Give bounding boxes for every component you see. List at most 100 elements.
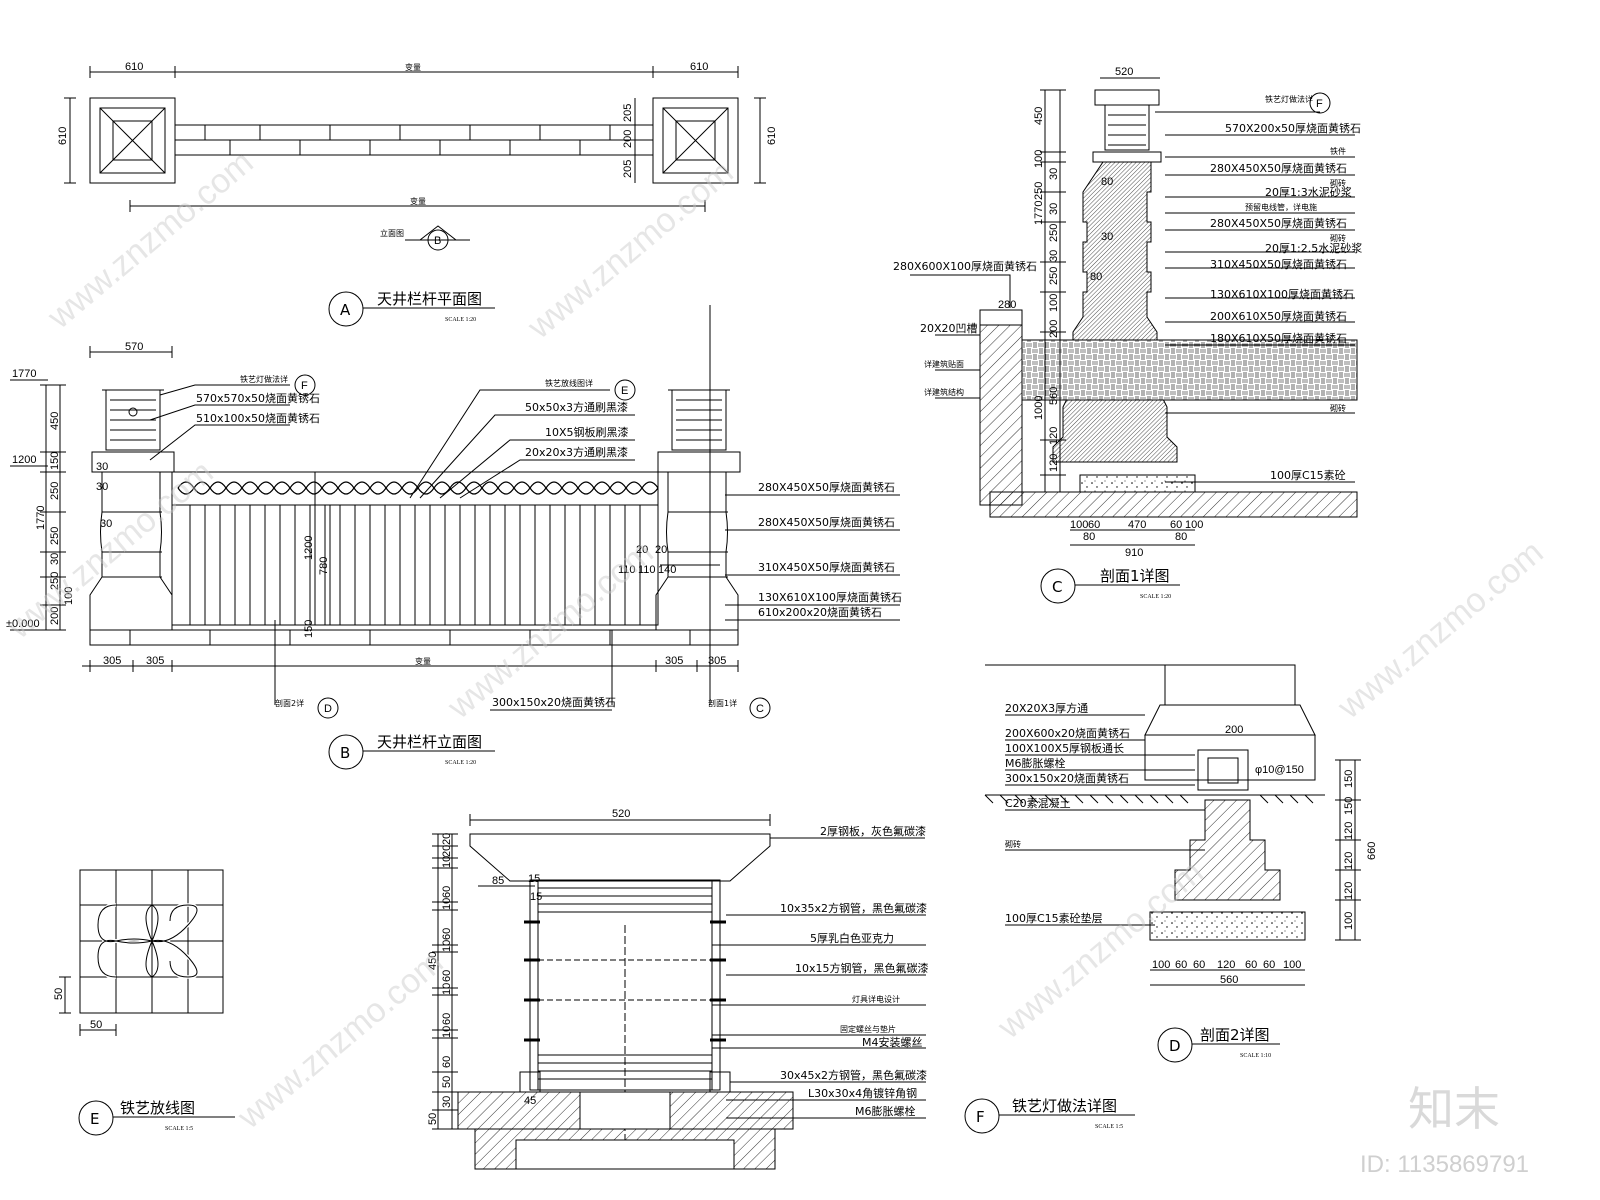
- elev-b-1770: 1770: [12, 368, 36, 380]
- note-c-lamp: 铁艺灯做法详: [1265, 94, 1313, 104]
- view-d-letter: D: [1169, 1037, 1181, 1055]
- note-b-stone5: 610x200x20烧面黄锈石: [758, 605, 882, 619]
- dim-c-520: 520: [1115, 66, 1133, 78]
- dim-f-60e: 60: [441, 1056, 453, 1068]
- note-c-13: 180X610X50厚烧面黄锈石: [1210, 331, 1347, 345]
- note-b-plate: 10X5钢板刷黑漆: [545, 425, 629, 439]
- view-e-letter: E: [90, 1110, 99, 1128]
- dim-b-570: 570: [125, 341, 143, 353]
- ref-c-f: F: [1316, 98, 1323, 110]
- dim-b-30d: 30: [100, 518, 112, 530]
- dim-a-610-left: 610: [125, 61, 143, 73]
- view-b-label-circle: [328, 734, 364, 770]
- dim-a-205-top: 205: [622, 104, 634, 122]
- dim-d-120b: 120: [1343, 852, 1355, 870]
- elev-b-1200: 1200: [12, 454, 36, 466]
- dim-b-305-2: 305: [146, 655, 164, 667]
- dim-f-60d: 60: [441, 1013, 453, 1025]
- note-f-7: M4安装螺丝: [862, 1035, 923, 1049]
- view-d-scale: SCALE 1:10: [1240, 1053, 1271, 1059]
- dim-b-20b: 20: [655, 544, 667, 556]
- dim-c-b-80a: 80: [1083, 531, 1095, 543]
- note-f-6: 固定螺丝与垫片: [840, 1024, 896, 1034]
- dim-d-b-60c: 60: [1245, 959, 1257, 971]
- view-e-title: 铁艺放线图: [120, 1099, 195, 1117]
- note-b-tube20: 20x20x3方通刷黑漆: [525, 445, 628, 459]
- note-f-9: L30x30x4角镀锌角钢: [808, 1086, 917, 1100]
- dim-c-560: 560: [1048, 387, 1060, 405]
- note-b-cap: 570x570x50烧面黄锈石: [196, 391, 320, 405]
- dim-c-30d: 30: [1101, 231, 1113, 243]
- note-b-stone1: 280X450X50厚烧面黄锈石: [758, 480, 895, 494]
- dim-c-b-60a: 60: [1088, 519, 1100, 531]
- ref-b-f: F: [301, 380, 308, 392]
- note-f-5: 灯具详电设计: [852, 994, 900, 1004]
- note-d-5: 300x150x20烧面黄锈石: [1005, 771, 1129, 785]
- dim-b-1770: 1770: [35, 506, 47, 530]
- dim-d-150a: 150: [1343, 770, 1355, 788]
- view-f-letter: F: [976, 1108, 985, 1126]
- dim-d-660: 660: [1366, 842, 1378, 860]
- ref-b-e: E: [621, 385, 628, 397]
- asset-id-label: ID: 1135869791: [1360, 1151, 1529, 1178]
- note-f-8: 30x45x2方钢管，黑色氟碳漆: [780, 1068, 927, 1082]
- view-a-scale: SCALE 1:20: [445, 317, 476, 323]
- view-b-title: 天井栏杆立面图: [377, 733, 482, 751]
- dim-c-b-60b: 60: [1170, 519, 1182, 531]
- note-d-4: M6膨胀螺栓: [1005, 756, 1066, 770]
- view-f-labels: 520 20 20 10 60 10 60 10 60 10 60 10 60 …: [427, 808, 1135, 1130]
- dim-f-60b: 60: [441, 928, 453, 940]
- dim-c-250b: 250: [1048, 224, 1060, 242]
- dim-a-200: 200: [622, 130, 634, 148]
- dim-d-rebar: φ10@150: [1255, 764, 1304, 776]
- view-a-title: 天井栏杆平面图: [377, 290, 482, 308]
- dim-b-20a: 20: [636, 544, 648, 556]
- dim-c-250a: 250: [1033, 182, 1045, 200]
- note-d-8: 100厚C15素砼垫层: [1005, 911, 1103, 925]
- note-c-14: 砌砖: [1330, 403, 1346, 413]
- view-c-scale: SCALE 1:20: [1140, 594, 1171, 600]
- dim-d-b-560: 560: [1220, 974, 1238, 986]
- ref-b-d: D: [324, 703, 332, 715]
- note-b-stone4: 130X610X100厚烧面黄锈石: [758, 590, 902, 604]
- dim-d-150b: 150: [1343, 797, 1355, 815]
- note-c-17: 20X20凹槽: [920, 322, 978, 335]
- view-b-scale: SCALE 1:20: [445, 760, 476, 766]
- view-e-labels: 50 50 E 铁艺放线图 SCALE 1:5: [53, 988, 235, 1132]
- note-b-sect2: 剖面2详: [275, 698, 304, 708]
- note-c-7: 280X450X50厚烧面黄锈石: [1210, 216, 1347, 230]
- dim-b-305-3: 305: [665, 655, 683, 667]
- dim-b-30a: 30: [96, 461, 108, 473]
- dim-f-10b: 10: [441, 898, 453, 910]
- dim-d-b-120: 120: [1217, 959, 1235, 971]
- dim-c-100b: 100: [1048, 294, 1060, 312]
- dim-b-780: 780: [318, 557, 330, 575]
- note-c-18: 详建筑贴面: [924, 359, 964, 369]
- note-f-1: 2厚钢板，灰色氟碳漆: [820, 824, 926, 838]
- dim-c-120a: 120: [1048, 427, 1060, 445]
- view-d-labels: 200 φ10@150 150 150 120 120 120 100 660 …: [1005, 701, 1378, 1059]
- watermark-6: www.znzmo.com: [1330, 533, 1551, 727]
- dim-b-140: 140: [658, 564, 676, 576]
- dim-a-610-vert-left: 610: [57, 127, 69, 145]
- dim-f-15a: 15: [528, 873, 540, 885]
- dim-c-280: 280: [998, 299, 1016, 311]
- dim-e-50-horiz: 50: [90, 1019, 102, 1031]
- note-b-sect1: 剖面1详: [708, 698, 737, 708]
- view-a-labels: 610 变量 610 610 610 205 200 205 变量 立面图 B …: [57, 61, 778, 327]
- view-b-labels: 570 305 305 变量 305 305 1770 1200 ±0.000 …: [6, 341, 902, 770]
- dim-b-1200: 1200: [303, 536, 315, 560]
- watermark-5: www.znzmo.com: [990, 853, 1211, 1047]
- dim-c-80b: 80: [1101, 176, 1113, 188]
- dim-d-120a: 120: [1343, 822, 1355, 840]
- dim-f-20a: 20: [441, 833, 453, 845]
- view-d-title: 剖面2详图: [1200, 1026, 1270, 1044]
- dim-f-520: 520: [612, 808, 630, 820]
- dim-f-30: 30: [441, 1096, 453, 1108]
- dim-c-b-100a: 100: [1070, 519, 1088, 531]
- dim-c-450: 450: [1033, 107, 1045, 125]
- dim-b-110b: 110: [638, 564, 656, 576]
- dim-c-b-80b: 80: [1175, 531, 1187, 543]
- brand-logo-text: 知末: [1408, 1082, 1500, 1136]
- note-c-4: 砌砖: [1330, 178, 1346, 188]
